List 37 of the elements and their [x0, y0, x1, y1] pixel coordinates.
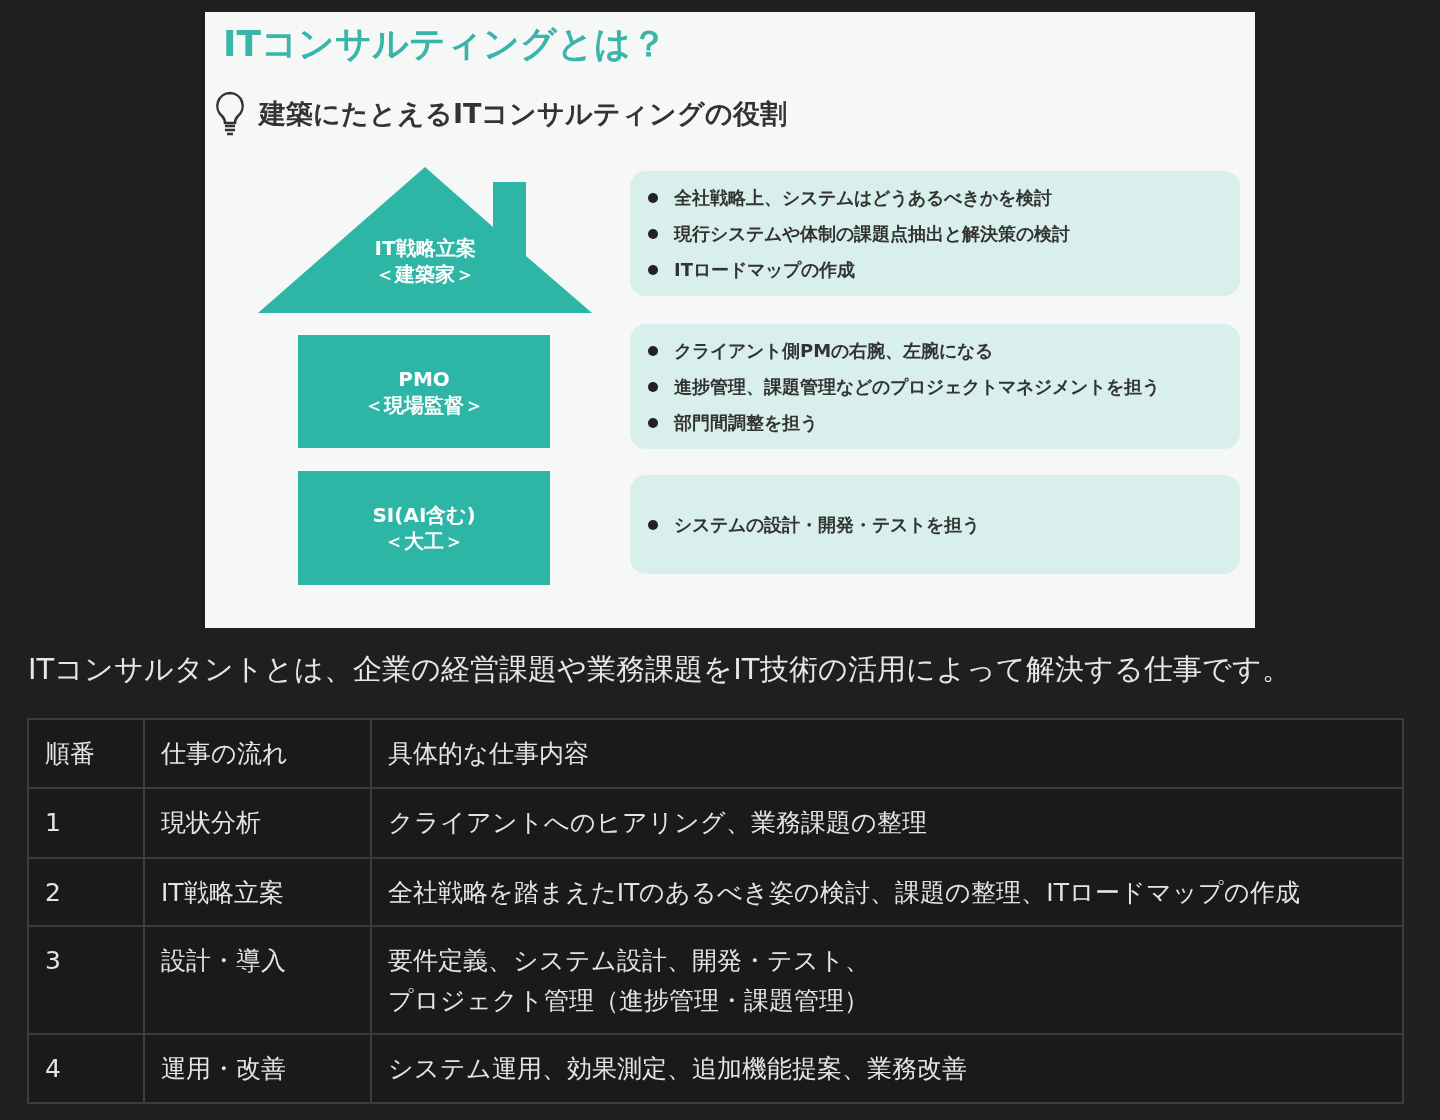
- table-cell: 全社戦略を踏まえたITのあるべき姿の検討、課題の整理、ITロードマップの作成: [370, 858, 1403, 926]
- info-panel: [630, 475, 1240, 574]
- table-cell: 1: [28, 788, 144, 858]
- bullet-text: 全社戦略上、システムはどうあるべきかを検討: [648, 185, 1220, 210]
- role-title: ＜現場監督＞: [364, 391, 484, 418]
- role-title: ＜大工＞: [384, 528, 464, 554]
- role-name: IT戦略立案: [374, 235, 476, 261]
- role-box: [298, 335, 550, 448]
- info-panel: [630, 324, 1240, 449]
- role-box: [298, 471, 550, 585]
- table-cell: 4: [28, 1034, 144, 1103]
- table-cell: 現状分析: [143, 788, 371, 858]
- header-cell: 仕事の流れ: [143, 719, 371, 788]
- description-text: ITコンサルタントとは、企業の経営課題や業務課題をIT技術の活用によって解決する仕事です。: [28, 651, 1291, 688]
- role-title: ＜建築家＞: [375, 261, 475, 287]
- bullet-text: 現行システムや体制の課題点抽出と解決策の検討: [648, 221, 1220, 246]
- header-cell: 順番: [28, 719, 144, 788]
- bullet-text: ITロードマップの作成: [648, 257, 1220, 282]
- table-cell: 要件定義、システム設計、開発・テスト、プロジェクト管理（進捗管理・課題管理）: [370, 926, 1403, 1034]
- role-name: PMO: [398, 365, 450, 392]
- bullet-text: 部門間調整を担う: [648, 410, 1220, 435]
- bullet-text: システムの設計・開発・テストを担う: [648, 512, 1220, 537]
- title: ITコンサルティングとは？: [223, 22, 667, 66]
- info-panel: [630, 171, 1240, 296]
- table-cell: 運用・改善: [143, 1034, 371, 1103]
- header-cell: 具体的な仕事内容: [370, 719, 1403, 788]
- table-cell: システム運用、効果測定、追加機能提案、業務改善: [370, 1034, 1403, 1103]
- role-name: SI(AI含む): [372, 502, 476, 528]
- bullet-text: 進捗管理、課題管理などのプロジェクトマネジメントを担う: [648, 374, 1220, 399]
- bullet-text: クライアント側PMの右腕、左腕になる: [648, 338, 1220, 363]
- house-shape: [258, 165, 592, 313]
- subheading: 建築にたとえるITコンサルティングの役割: [259, 97, 788, 131]
- table-cell: 2: [28, 858, 144, 926]
- table-cell: IT戦略立案: [143, 858, 371, 926]
- table-cell: クライアントへのヒアリング、業務課題の整理: [370, 788, 1403, 858]
- table-cell: 3: [28, 926, 144, 1034]
- table-cell: 設計・導入: [143, 926, 371, 1034]
